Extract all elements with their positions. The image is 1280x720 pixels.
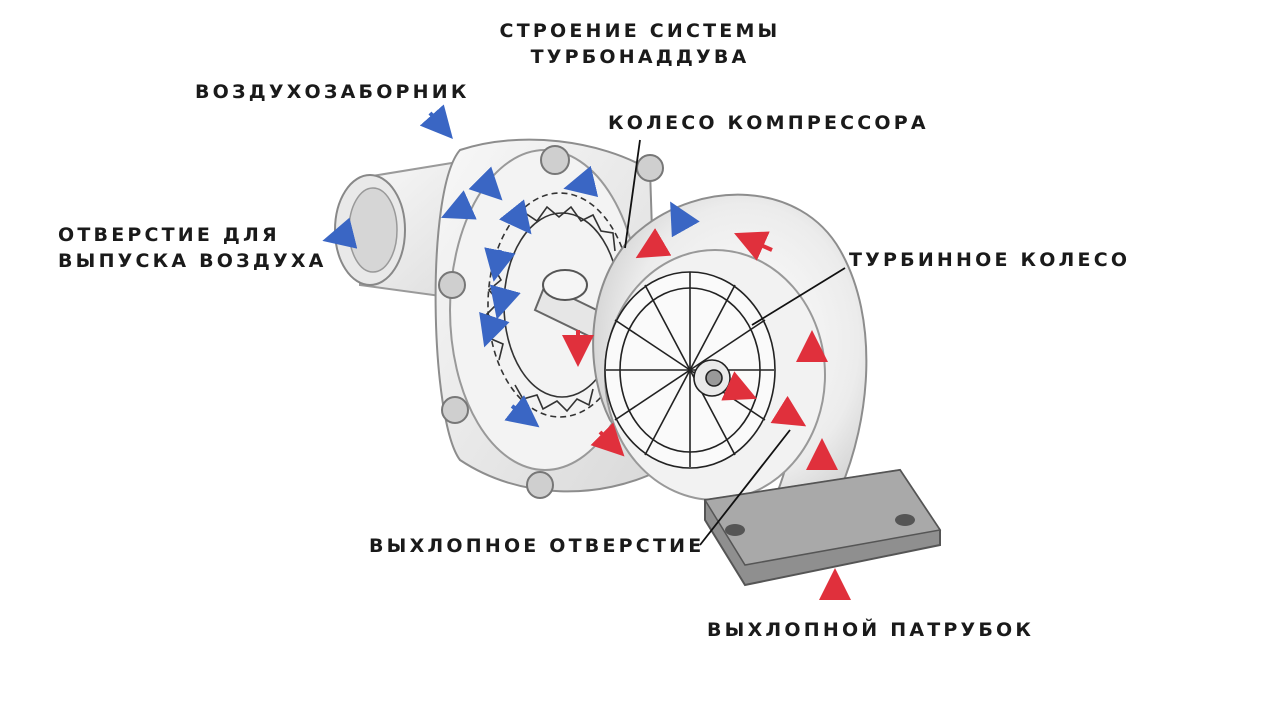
air-flow-arrow: [504, 395, 540, 428]
air-flow-arrow: [441, 190, 477, 220]
turbine-wheel: [604, 271, 776, 469]
air-flow-arrow: [484, 247, 516, 282]
air-flow-arrow: [489, 284, 521, 320]
air-flow-arrow: [563, 165, 599, 197]
diagram-title-line1: СТРОЕНИЕ СИСТЕМЫ: [499, 20, 781, 42]
exhaust-flow-arrow: [590, 422, 625, 457]
exhaust-arrows: [562, 228, 851, 600]
label-exhaust-outlet: ВЫХЛОПНОЕ ОТВЕРСТИЕ: [369, 535, 705, 557]
label-air-outlet-line1: ОТВЕРСТИЕ ДЛЯ: [58, 224, 280, 246]
diagram-title: СТРОЕНИЕ СИСТЕМЫ ТУРБОНАДДУВА: [500, 18, 781, 70]
air-flow-arrow: [322, 217, 358, 249]
cold-air-arrows: [322, 104, 700, 428]
label-air-outlet-line2: ВЫПУСКА ВОЗДУХА: [58, 250, 327, 272]
exhaust-flow-arrow: [721, 371, 757, 401]
label-turbine-wheel: ТУРБИННОЕ КОЛЕСО: [849, 249, 1131, 271]
air-flow-arrow: [419, 104, 453, 139]
label-air-intake: ВОЗДУХОЗАБОРНИК: [195, 81, 470, 103]
leader-lines: [624, 139, 846, 546]
air-flow-arrow: [468, 166, 503, 201]
exhaust-flange: [703, 468, 942, 587]
diagram-title-line2: ТУРБОНАДДУВА: [530, 46, 750, 68]
exhaust-flow-arrow: [734, 231, 773, 261]
label-air-outlet: ОТВЕРСТИЕ ДЛЯ ВЫПУСКА ВОЗДУХА: [58, 222, 327, 274]
label-compressor-wheel: КОЛЕСО КОМПРЕССОРА: [608, 112, 929, 134]
label-exhaust-pipe: ВЫХЛОПНОЙ ПАТРУБОК: [707, 619, 1035, 641]
exhaust-flow-arrow: [635, 228, 672, 259]
air-flow-arrow: [479, 311, 510, 348]
air-flow-arrow: [670, 201, 700, 238]
air-flow-arrow: [499, 199, 532, 235]
exhaust-flow-arrow: [770, 395, 807, 427]
